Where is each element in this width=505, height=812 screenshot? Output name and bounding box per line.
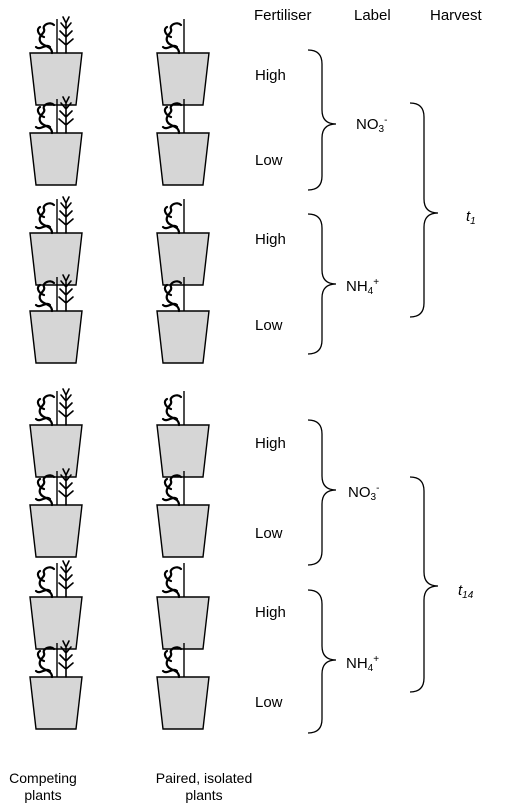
fertiliser-level-low: Low [255,525,283,542]
competing-plants-caption: Competing plants [0,770,86,804]
isolated-pot-icon [156,277,210,364]
fertiliser-brace [307,419,337,566]
label-ammonium: NH4+ [346,277,380,297]
fertiliser-level-high: High [255,435,286,452]
label-header: Label [354,7,391,24]
competing-pot-icon [29,560,83,650]
competing-pot-icon [29,196,83,286]
competing-pot-icon [29,468,83,558]
isolated-pot-icon [156,643,210,730]
competing-pot-icon [29,16,83,106]
fertiliser-level-high: High [255,604,286,621]
label-brace [409,476,439,693]
paired-isolated-plants-caption: Paired, isolated plants [136,770,272,804]
fertiliser-header: Fertiliser [254,7,312,24]
harvest-time-t14: t14 [458,582,474,601]
fertiliser-brace [307,589,337,734]
fertiliser-level-high: High [255,67,286,84]
isolated-pot-icon [156,563,210,650]
competing-pot-icon [29,96,83,186]
isolated-pot-icon [156,199,210,286]
caption-line: plants [185,787,223,803]
fertiliser-brace [307,49,337,191]
caption-line: Competing [9,770,77,786]
label-nitrate: NO3- [356,115,388,135]
isolated-pot-icon [156,99,210,186]
fertiliser-level-low: Low [255,694,283,711]
fertiliser-level-low: Low [255,152,283,169]
label-nitrate: NO3- [348,483,380,503]
label-brace [409,102,439,318]
fertiliser-brace [307,213,337,355]
label-ammonium: NH4+ [346,654,380,674]
fertiliser-level-high: High [255,231,286,248]
caption-line: Paired, isolated [155,770,253,786]
isolated-pot-icon [156,19,210,106]
isolated-pot-icon [156,471,210,558]
harvest-header: Harvest [430,7,482,24]
competing-pot-icon [29,274,83,364]
fertiliser-level-low: Low [255,317,283,334]
caption-line: plants [24,787,62,803]
competing-pot-icon [29,388,83,478]
harvest-time-t1: t1 [466,208,476,227]
competing-pot-icon [29,640,83,730]
isolated-pot-icon [156,391,210,478]
